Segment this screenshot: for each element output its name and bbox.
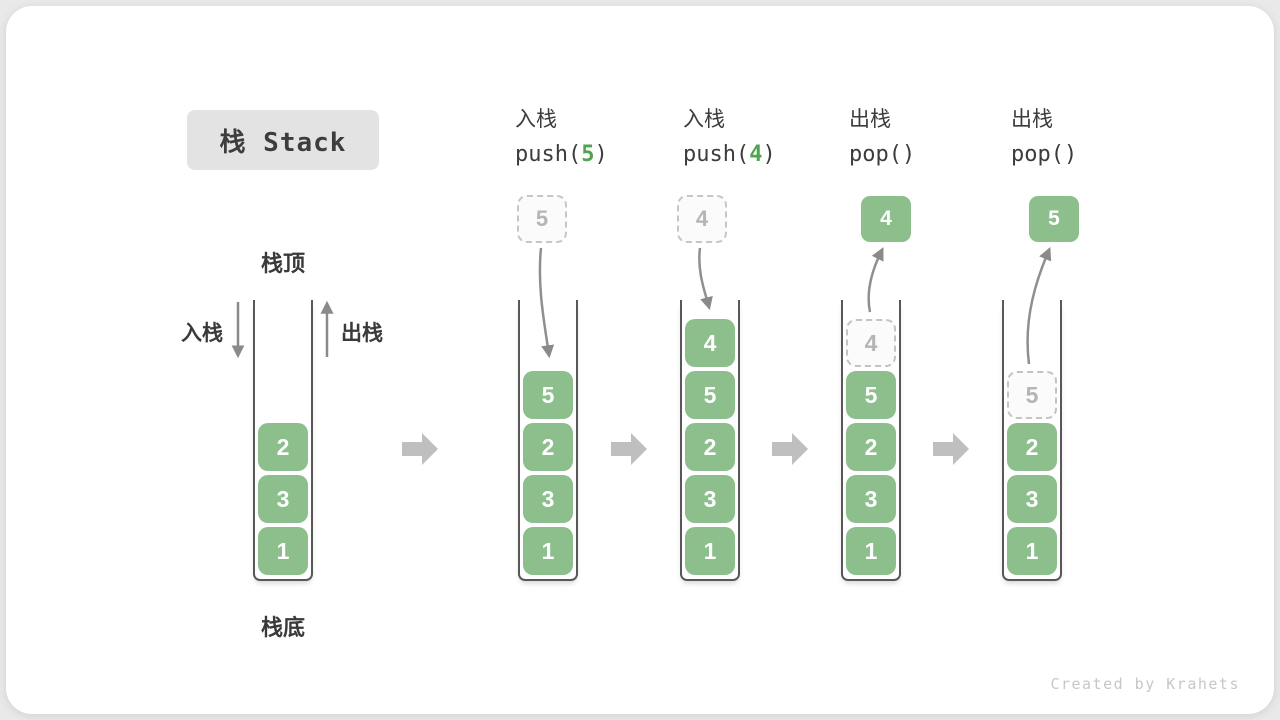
title-text: 栈 Stack (219, 127, 347, 158)
stack-element: 2 (523, 423, 573, 471)
title-badge: 栈 Stack (187, 110, 379, 170)
stack-element: 5 (685, 371, 735, 419)
stack-element: 3 (1007, 475, 1057, 523)
stack-element: 1 (258, 527, 308, 575)
code-prefix: push( (683, 142, 750, 167)
stack-bottom-label: 栈底 (260, 615, 305, 640)
stack-element: 2 (685, 423, 735, 471)
popped-element-4: 4 (861, 196, 911, 242)
code-suffix: ) (594, 142, 608, 167)
code-suffix: ) (762, 142, 776, 167)
code-prefix: push( (515, 142, 582, 167)
op-label: 出栈 (849, 108, 891, 131)
op-header-pop4: 出栈 pop() (849, 103, 1019, 167)
op-code: push(5) (515, 142, 685, 167)
stack-element: 3 (685, 475, 735, 523)
stack-element: 3 (846, 475, 896, 523)
incoming-element-5: 5 (517, 195, 567, 243)
stack-element-ghost: 4 (846, 319, 896, 367)
op-header-push4: 入栈 push(4) (683, 103, 853, 167)
push-side-label: 入栈 (181, 322, 223, 345)
stack-state-after-pop5: 5 2 3 1 (1002, 300, 1062, 581)
stack-state-after-pop4: 4 5 2 3 1 (841, 300, 901, 581)
stack-element: 2 (846, 423, 896, 471)
op-code: pop() (849, 142, 916, 167)
op-label: 出栈 (1011, 108, 1053, 131)
stack-element: 1 (523, 527, 573, 575)
op-code: pop() (1011, 142, 1078, 167)
stack-element: 1 (1007, 527, 1057, 575)
stack-element: 4 (685, 319, 735, 367)
op-header-pop5: 出栈 pop() (1011, 103, 1181, 167)
stack-element: 1 (685, 527, 735, 575)
pop-side-label: 出栈 (341, 322, 383, 345)
watermark: Created by Krahets (1050, 675, 1240, 693)
code-arg: 5 (581, 142, 595, 167)
stack-element: 5 (846, 371, 896, 419)
code-arg: 4 (749, 142, 763, 167)
stack-state-after-push4: 4 5 2 3 1 (680, 300, 740, 581)
stack-state-after-push5: 5 2 3 1 (518, 300, 578, 581)
op-code: push(4) (683, 142, 853, 167)
stack-state-initial: 2 3 1 (253, 300, 313, 581)
stack-element-ghost: 5 (1007, 371, 1057, 419)
stack-element: 1 (846, 527, 896, 575)
op-header-push5: 入栈 push(5) (515, 103, 685, 167)
stack-element: 5 (523, 371, 573, 419)
incoming-element-4: 4 (677, 195, 727, 243)
stack-element: 3 (523, 475, 573, 523)
stack-top-label: 栈顶 (260, 251, 305, 276)
popped-element-5: 5 (1029, 196, 1079, 242)
op-label: 入栈 (683, 108, 725, 131)
op-label: 入栈 (515, 108, 557, 131)
stack-element: 2 (258, 423, 308, 471)
stack-element: 2 (1007, 423, 1057, 471)
stack-element: 3 (258, 475, 308, 523)
